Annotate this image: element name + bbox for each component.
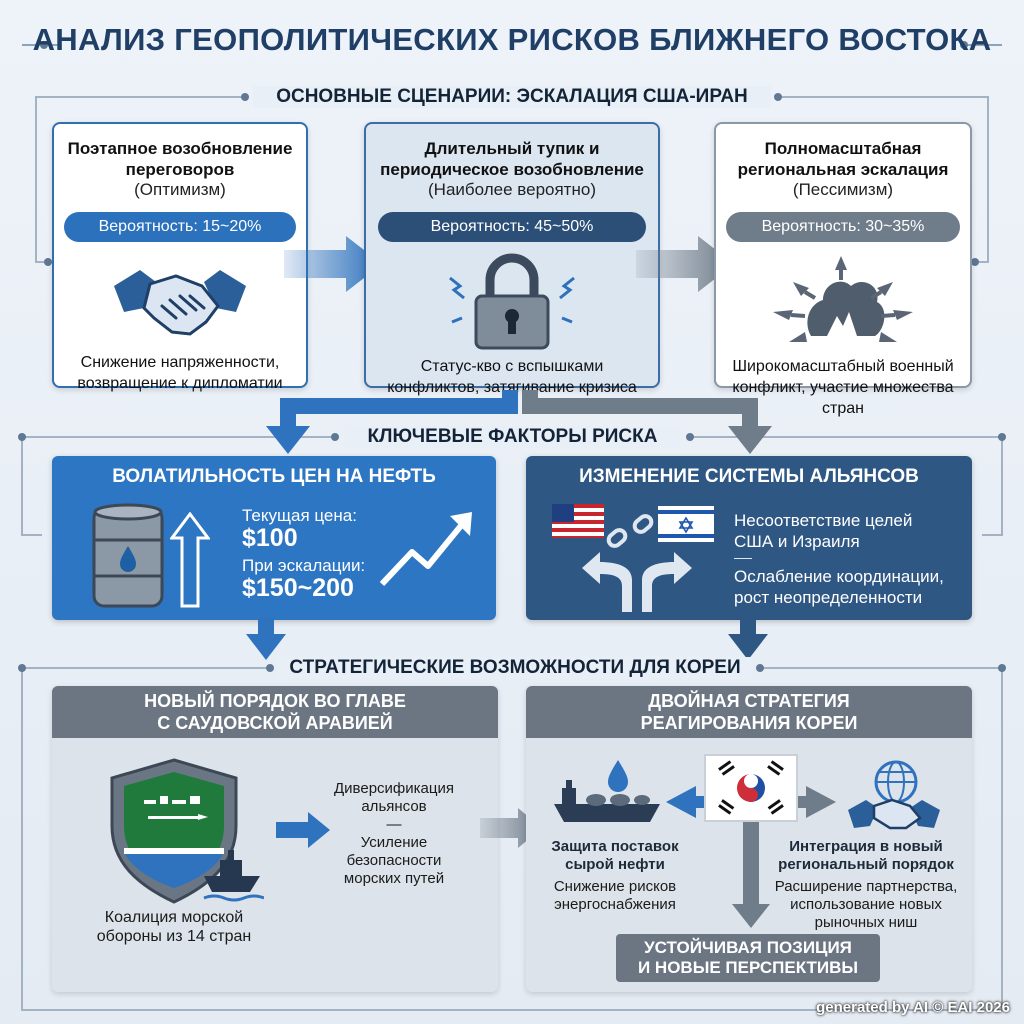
saudi-card-header: НОВЫЙ ПОРЯДОК ВО ГЛАВЕ С САУДОВСКОЙ АРАВ…	[52, 686, 498, 738]
scenario-title-line1: Поэтапное возобновление	[67, 139, 293, 158]
title-dot-right	[960, 41, 968, 49]
alliance-point-2: Ослабление координации, рост неопределен…	[734, 566, 944, 608]
globe-handshake-icon	[848, 760, 940, 830]
footer-credit: generated by AI © EAI 2026	[816, 999, 1010, 1016]
alliance-point-2-line1: Ослабление координации,	[734, 567, 944, 586]
scenario-title-line2: переговоров	[125, 160, 235, 179]
escalation-price-label: При эскалации:	[242, 556, 366, 575]
saudi-separator: —	[386, 816, 402, 833]
korea-left-title-line1: Защита поставок	[551, 838, 679, 855]
korea-right-title-line2: региональный порядок	[778, 856, 954, 873]
scenario-subtitle: (Пессимизм)	[792, 180, 894, 199]
arrow-to-points	[276, 812, 330, 848]
opportunities-section-title: СТРАТЕГИЧЕСКИЕ ВОЗМОЖНОСТИ ДЛЯ КОРЕИ	[278, 657, 752, 679]
arrow-down-left	[246, 618, 286, 660]
saudi-point-2-line1: Усиление	[360, 834, 428, 851]
saudi-order-card: НОВЫЙ ПОРЯДОК ВО ГЛАВЕ С САУДОВСКОЙ АРАВ…	[52, 686, 498, 992]
page-title: АНАЛИЗ ГЕОПОЛИТИЧЕСКИХ РИСКОВ БЛИЖНЕГО В…	[32, 22, 992, 57]
explosion-icon	[773, 256, 913, 342]
scenario-title-line1: Длительный тупик и	[424, 139, 600, 158]
korea-right-desc-line3: рыночных ниш	[814, 914, 918, 931]
scenario-card-likely: Длительный тупик и периодическое возобно…	[364, 122, 660, 396]
korea-right-title-line1: Интеграция в новый	[789, 838, 943, 855]
korea-right-branch: Интеграция в новый региональный порядок …	[762, 838, 970, 932]
saudi-point-1-line1: Диверсификация	[334, 780, 454, 797]
saudi-caption-line1: Коалиция морской	[104, 909, 244, 926]
alliance-point-1-line2: США и Израиля	[734, 532, 860, 551]
korea-strategy-card: ДВОЙНАЯ СТРАТЕГИЯ РЕАГИРОВАНИЯ КОРЕИ	[526, 686, 972, 992]
scenario-desc-line2: конфликт, участие множества стран	[732, 379, 954, 417]
korea-left-branch: Защита поставок сырой нефти Снижение рис…	[540, 838, 690, 914]
korea-left-desc-line2: энергоснабжения	[554, 896, 676, 913]
padlock-icon	[449, 253, 575, 350]
scenario-desc-line1: Широкомасштабный военный	[732, 358, 954, 375]
korea-left-desc-line1: Снижение рисков	[553, 878, 677, 895]
saudi-caption-line2: обороны из 14 стран	[96, 928, 252, 945]
scenario-desc-line1: Снижение напряженности,	[80, 354, 280, 371]
us-flag-icon	[552, 504, 604, 538]
flow-arrows-to-risks	[266, 390, 772, 454]
korea-title-line2: РЕАГИРОВАНИЯ КОРЕИ	[640, 713, 858, 733]
korea-right-desc-line1: Расширение партнерства,	[774, 878, 958, 895]
saudi-caption: Коалиция морской обороны из 14 стран	[74, 908, 274, 946]
alliance-point-1-line1: Несоответствие целей	[734, 511, 913, 530]
scenario-subtitle: (Наиболее вероятно)	[428, 180, 596, 199]
current-price-value: $100	[242, 524, 298, 552]
shield-icon	[110, 758, 264, 904]
alliance-change-card: ИЗМЕНЕНИЕ СИСТЕМЫ АЛЬЯНСОВ Несоответстви…	[526, 456, 972, 620]
alliance-card-title: ИЗМЕНЕНИЕ СИСТЕМЫ АЛЬЯНСОВ	[579, 466, 919, 487]
saudi-title-line2: С САУДОВСКОЙ АРАВИЕЙ	[157, 713, 393, 733]
probability-badge: Вероятность: 30~35%	[726, 212, 960, 242]
scenario-desc-line1: Статус-кво с вспышками	[420, 358, 604, 375]
alliance-point-2-line2: рост неопределенности	[734, 588, 923, 607]
saudi-point-2-line3: морских путей	[343, 870, 445, 887]
oil-volatility-card: ВОЛАТИЛЬНОСТЬ ЦЕН НА НЕФТЬ Текущая цена:…	[52, 456, 496, 620]
scenario-desc-line2: возвращение к дипломатии	[77, 375, 283, 392]
us-israel-divergence-icon	[552, 504, 714, 612]
oil-tanker-icon	[554, 760, 660, 822]
scenarios-section-title: ОСНОВНЫЕ СЦЕНАРИИ: ЭСКАЛАЦИЯ США-ИРАН	[253, 86, 771, 108]
scenario-desc-line2: конфликтов, затягивание кризиса	[387, 379, 637, 396]
korea-right-desc-line2: использование новых	[790, 896, 942, 913]
oil-barrel-icon	[92, 503, 164, 608]
warship-icon	[203, 850, 264, 902]
alliance-point-1: Несоответствие целей США и Израиля	[734, 510, 912, 552]
oil-card-title: ВОЛАТИЛЬНОСТЬ ЦЕН НА НЕФТЬ	[112, 466, 436, 487]
probability-badge: Вероятность: 45~50%	[378, 212, 646, 242]
saudi-point-1-line2: альянсов	[361, 798, 427, 815]
risks-section-title: КЛЮЧЕВЫЕ ФАКТОРЫ РИСКА	[345, 426, 680, 448]
arrow-right-1	[284, 236, 382, 292]
price-trend-icon	[379, 512, 472, 587]
saudi-title-line1: НОВЫЙ ПОРЯДОК ВО ГЛАВЕ	[144, 691, 406, 711]
alliance-divider	[734, 558, 752, 559]
korea-result-line2: И НОВЫЕ ПЕРСПЕКТИВЫ	[637, 958, 859, 977]
scenario-title-line2: региональная эскалация	[737, 160, 949, 179]
scenario-title-line2: периодическое возобновление	[380, 160, 644, 179]
korea-left-title-line2: сырой нефти	[565, 856, 665, 873]
current-price-label: Текущая цена:	[242, 506, 357, 525]
scenario-card-optimistic: Поэтапное возобновление переговоров (Опт…	[52, 122, 308, 392]
korea-title-line1: ДВОЙНАЯ СТРАТЕГИЯ	[648, 691, 850, 711]
title-dot-left	[40, 41, 48, 49]
saudi-point-1: Диверсификация альянсов — Усиление безоп…	[314, 780, 474, 888]
title-rule-right	[964, 44, 1002, 46]
handshake-icon	[114, 270, 246, 336]
up-arrow-icon	[170, 512, 210, 608]
korea-branch-arrows	[666, 786, 836, 928]
arrow-right-2	[636, 236, 734, 292]
korea-result-line1: УСТОЙЧИВАЯ ПОЗИЦИЯ	[644, 938, 852, 957]
scenario-card-pessimistic: Полномасштабная региональная эскалация (…	[714, 122, 972, 417]
arrow-down-right	[728, 618, 768, 660]
scenario-subtitle: (Оптимизм)	[134, 180, 226, 199]
scenario-title-line1: Полномасштабная	[764, 139, 922, 158]
escalation-price-value: $150~200	[242, 574, 354, 602]
probability-badge: Вероятность: 15~20%	[64, 212, 296, 242]
broken-chain-icon	[606, 514, 654, 548]
korea-flag-icon	[704, 754, 798, 822]
saudi-point-2-line2: безопасности	[346, 852, 442, 869]
korea-result-badge: УСТОЙЧИВАЯ ПОЗИЦИЯ И НОВЫЕ ПЕРСПЕКТИВЫ	[616, 934, 880, 982]
korea-card-header: ДВОЙНАЯ СТРАТЕГИЯ РЕАГИРОВАНИЯ КОРЕИ	[526, 686, 972, 738]
israel-flag-icon	[658, 506, 714, 542]
